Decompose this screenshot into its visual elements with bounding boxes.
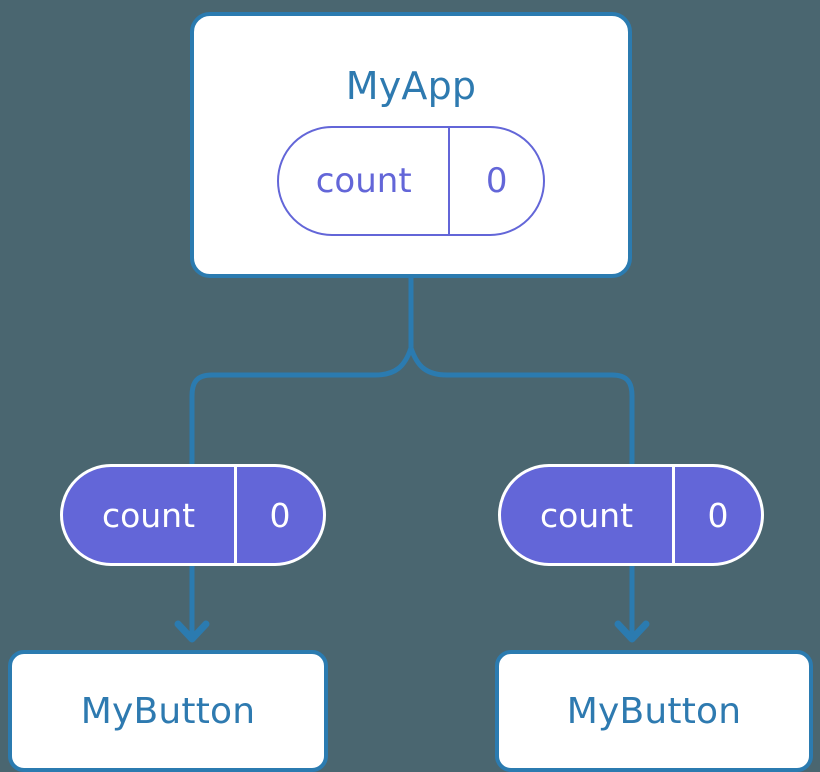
state-pill-root-key: count	[315, 161, 412, 201]
node-myapp-title: MyApp	[345, 64, 477, 108]
node-mybutton-left-title: MyButton	[80, 690, 256, 732]
node-mybutton-right[interactable]: MyButton	[495, 650, 813, 772]
node-mybutton-left[interactable]: MyButton	[8, 650, 328, 772]
node-mybutton-right-title: MyButton	[566, 690, 742, 732]
arrowhead-left	[174, 620, 210, 643]
state-pill-root-value: 0	[448, 128, 543, 234]
state-pill-root[interactable]: count 0	[277, 126, 545, 236]
state-pill-branch-left-value: 0	[234, 467, 323, 563]
state-pill-branch-left[interactable]: count 0	[60, 464, 326, 566]
edge-fork-right	[408, 347, 635, 470]
arrowhead-right	[614, 620, 650, 643]
state-pill-branch-right[interactable]: count 0	[498, 464, 764, 566]
state-pill-branch-right-key: count	[539, 495, 634, 535]
state-pill-branch-left-key: count	[101, 495, 196, 535]
edge-fork-left	[189, 347, 414, 470]
state-pill-branch-right-value: 0	[672, 467, 761, 563]
